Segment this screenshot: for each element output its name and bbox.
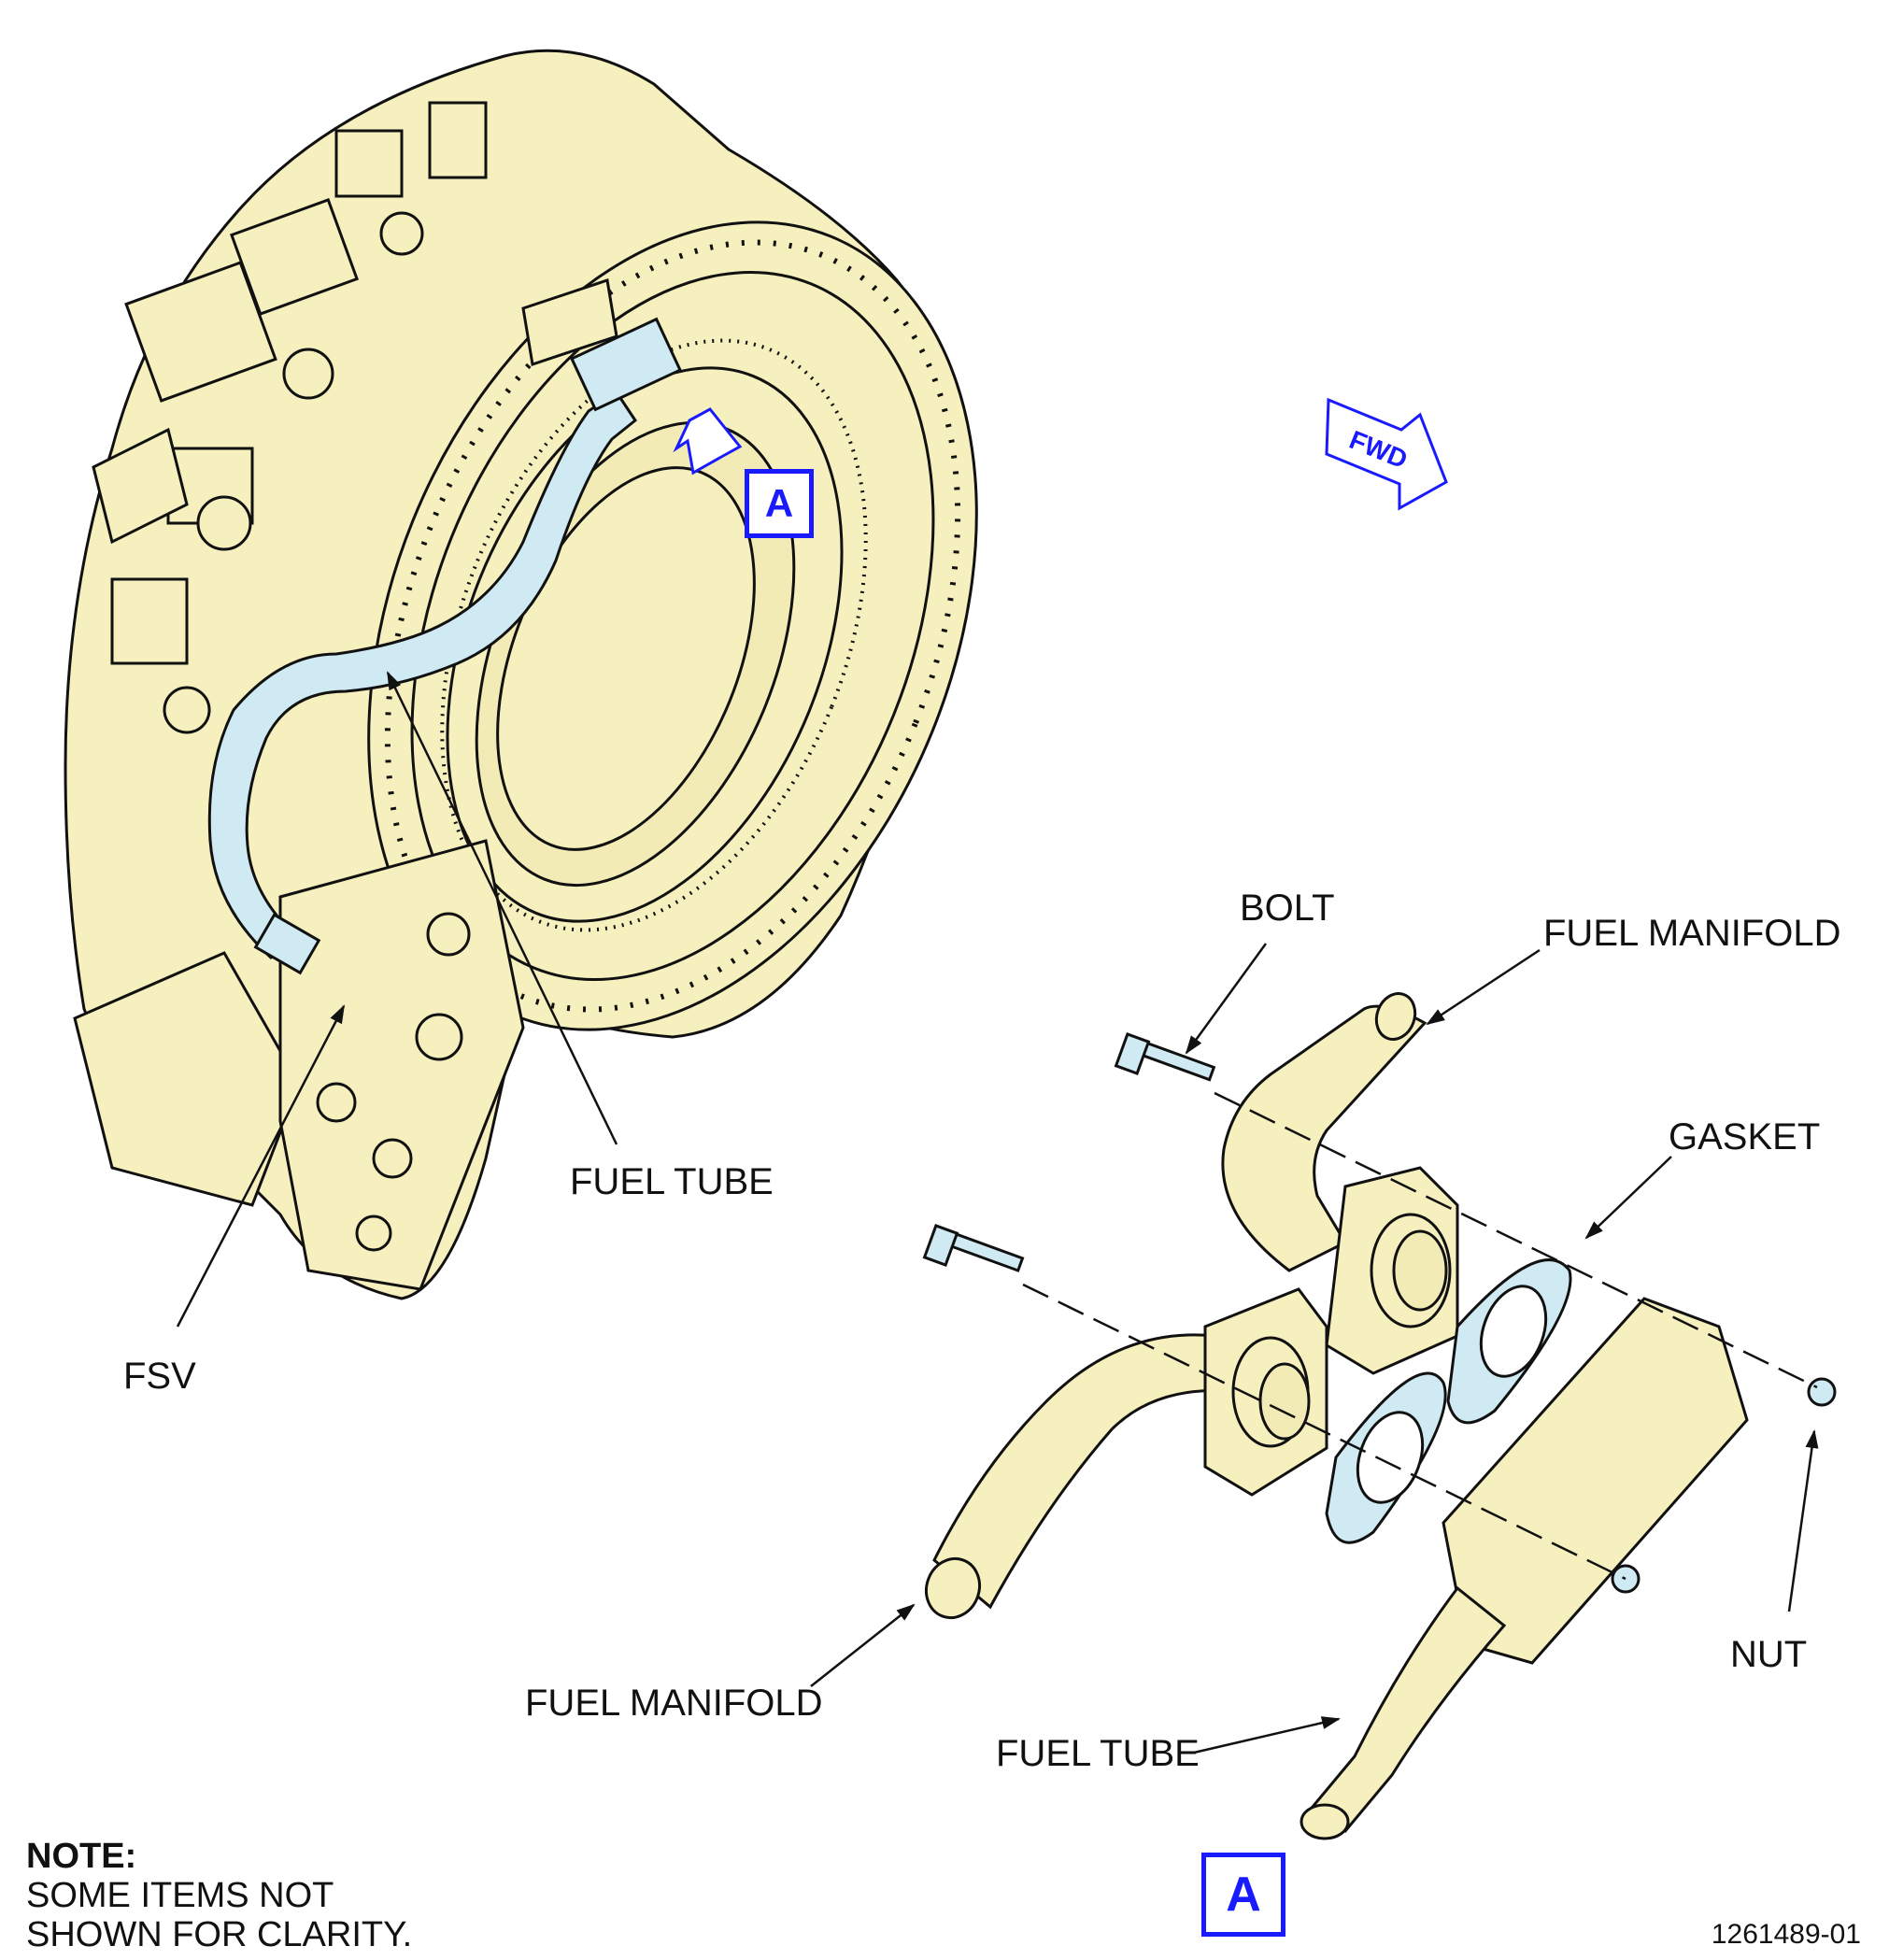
label-fuel-manifold-bottom: FUEL MANIFOLD bbox=[525, 1683, 823, 1724]
note-line-1: SOME ITEMS NOT bbox=[26, 1876, 334, 1915]
note-title: NOTE: bbox=[26, 1837, 137, 1876]
detail-a-exploded-view bbox=[922, 992, 1837, 1840]
label-gasket: GASKET bbox=[1669, 1116, 1820, 1158]
figure-number: 1261489-01 bbox=[1711, 1919, 1861, 1950]
view-a-callout[interactable]: A bbox=[745, 469, 814, 538]
fwd-direction-arrow: FWD bbox=[1325, 397, 1448, 511]
label-fsv: FSV bbox=[123, 1356, 196, 1397]
label-nut: NUT bbox=[1730, 1634, 1807, 1675]
label-fuel-tube-lower: FUEL TUBE bbox=[996, 1733, 1200, 1774]
engine-assembly bbox=[64, 49, 978, 1300]
label-fuel-manifold-top: FUEL MANIFOLD bbox=[1543, 913, 1841, 954]
view-a-arrow bbox=[673, 407, 743, 476]
detail-a-title-box: A bbox=[1201, 1853, 1285, 1937]
note-line-2: SHOWN FOR CLARITY. bbox=[26, 1915, 413, 1954]
engine-fuel-tube bbox=[207, 317, 682, 975]
label-fuel-tube-upper: FUEL TUBE bbox=[570, 1161, 774, 1202]
label-bolt: BOLT bbox=[1240, 888, 1335, 929]
leader-lines bbox=[176, 671, 1819, 1754]
note-block: NOTE: SOME ITEMS NOT SHOWN FOR CLARITY. bbox=[26, 1837, 412, 1954]
